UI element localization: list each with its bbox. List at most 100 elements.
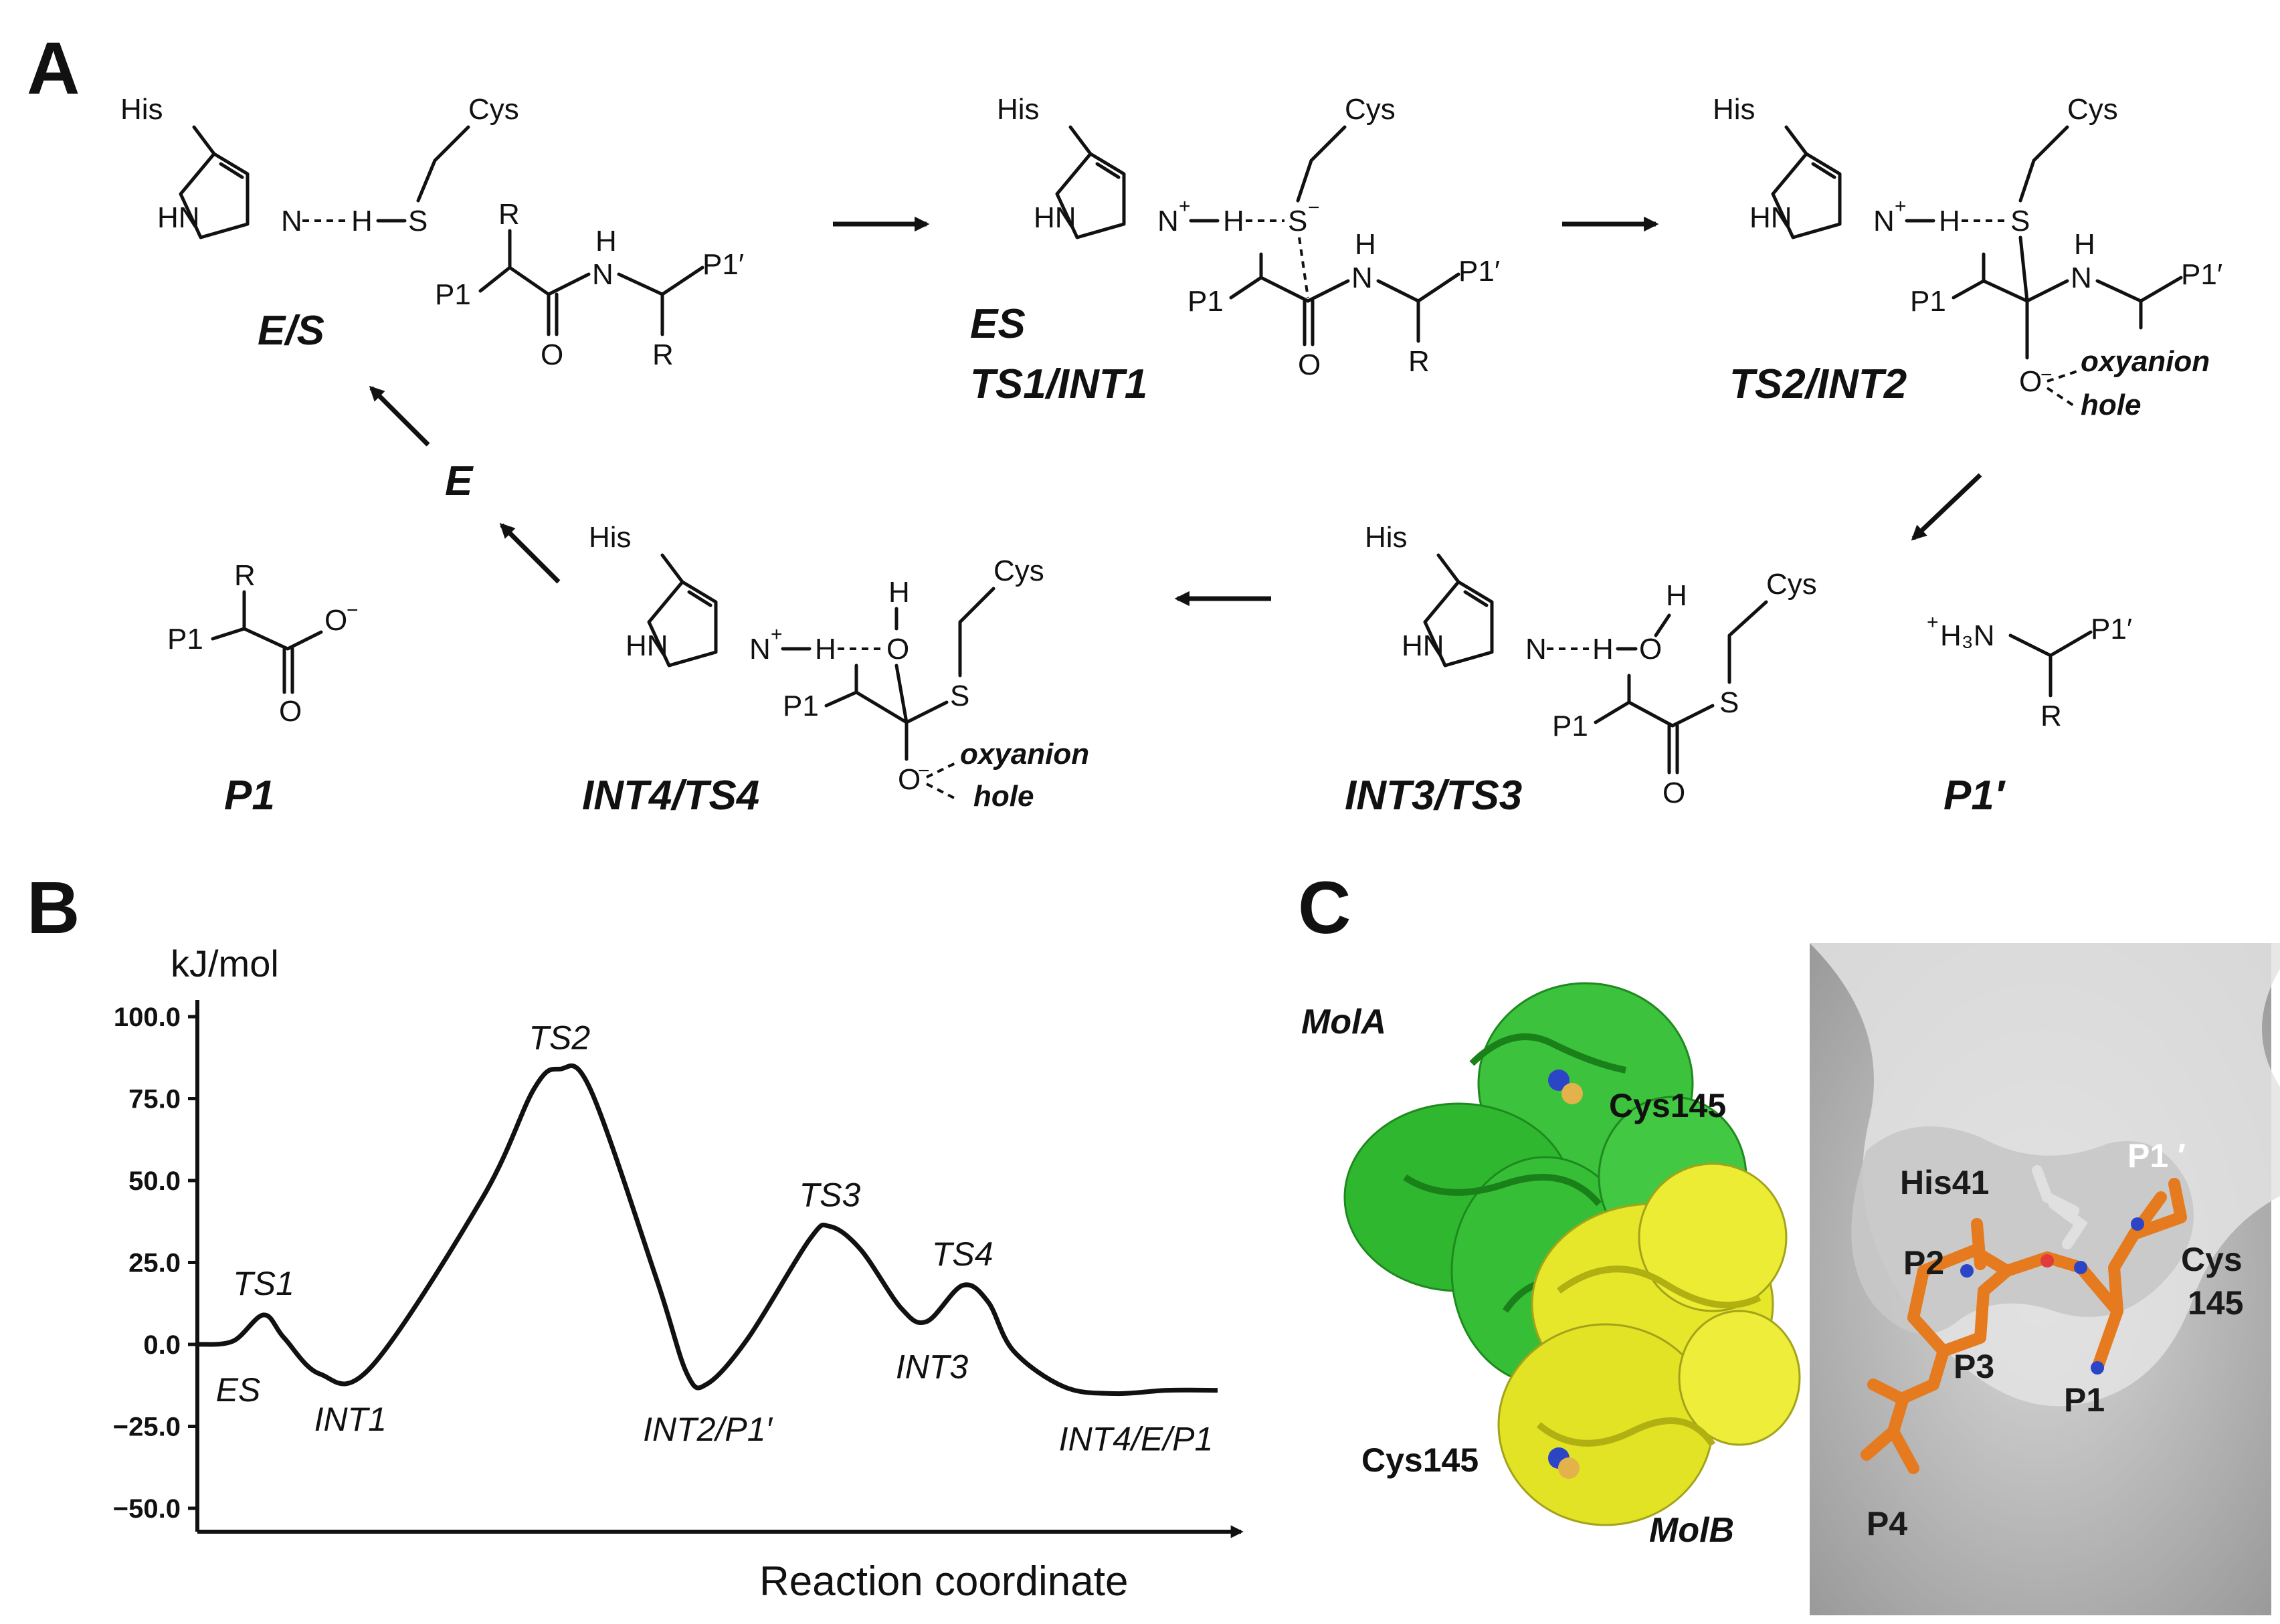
atom-hn: HN: [626, 629, 668, 662]
label-ts1-int1: TS1/INT1: [970, 361, 1147, 407]
atom-hn: HN: [1034, 201, 1076, 234]
atom-n: N: [749, 633, 771, 666]
atom-cys: Cys: [1766, 568, 1817, 601]
label-int4-ts4: INT4/TS4: [582, 773, 759, 819]
structure-p1: R P1 O O −: [167, 559, 359, 728]
atom-p1prime: P1′: [1458, 255, 1500, 288]
atom-p1: P1: [783, 690, 819, 722]
atom-h: H: [351, 205, 373, 237]
atom-h: H: [1939, 205, 1960, 237]
label-es-free: E/S: [258, 308, 324, 354]
atom-p1: P1: [1552, 710, 1588, 742]
atom-s: S: [1288, 205, 1307, 237]
label-p3: P3: [1954, 1348, 1994, 1385]
label-p4: P4: [1867, 1505, 1907, 1542]
atom-p1prime: P1′: [2181, 258, 2222, 291]
atom-nh-n: N: [2071, 262, 2092, 294]
atom-o: O: [541, 338, 563, 371]
structure-ts1: His HN N + H S − Cys P1 O H N: [997, 93, 1500, 381]
mol-b-ribbon: [1497, 1162, 1801, 1526]
atom-his: His: [589, 521, 632, 554]
curve-annotation: TS1: [233, 1265, 294, 1302]
label-145: 145: [2188, 1284, 2243, 1322]
structure-es-free: His HN N H S Cys R P1 O H N P1′ R: [120, 93, 744, 371]
atom-r: R: [2040, 700, 2062, 732]
energy-profile-chart: kJ/mol 100.075.050.025.00.0−25.0−50.0 TS…: [113, 942, 1244, 1605]
atom-h3n: H₃N: [1940, 619, 1994, 652]
atom-o-minus: O: [324, 604, 347, 637]
y-tick-label: 0.0: [143, 1330, 181, 1360]
y-tick-label: −50.0: [113, 1494, 181, 1524]
atom-cys: Cys: [993, 554, 1044, 587]
atom-nh-h: H: [2074, 228, 2095, 261]
y-tick-label: −25.0: [113, 1413, 181, 1442]
atom-n: N: [1157, 205, 1179, 237]
atom-h: H: [1223, 205, 1244, 237]
atom-p1: P1: [1910, 285, 1946, 318]
atom-o2: O: [1662, 777, 1685, 809]
oxyanion-label: oxyanion: [2081, 345, 2210, 378]
curve-annotation: INT3: [896, 1348, 969, 1386]
panel-b-label: B: [27, 867, 80, 949]
curve-annotation: INT2/P1′: [643, 1411, 773, 1448]
atom-r: R: [234, 559, 256, 592]
atom-nh-n: N: [1351, 262, 1373, 294]
charge-minus: −: [918, 760, 930, 782]
charge-minus: −: [1308, 197, 1320, 219]
atom-cys: Cys: [468, 93, 519, 126]
cys145-top-label: Cys145: [1609, 1087, 1726, 1124]
reaction-scheme: His HN N H S Cys R P1 O H N P1′ R: [120, 93, 2222, 819]
curve-annotation: ES: [216, 1371, 261, 1409]
oxyanion-label: oxyanion: [960, 738, 1089, 771]
charge-minus: −: [2040, 364, 2053, 386]
charge-plus: +: [1927, 611, 1939, 633]
label-his41: His41: [1900, 1164, 1989, 1201]
label-int3-ts3: INT3/TS3: [1345, 773, 1522, 819]
atom-o: O: [1298, 348, 1321, 381]
charge-plus: +: [771, 623, 783, 645]
hole-label: hole: [2081, 389, 2141, 421]
label-ts2-int2: TS2/INT2: [1729, 361, 1907, 407]
curve-annotation: TS3: [799, 1177, 861, 1214]
label-p1prime: P1′: [1943, 773, 2006, 819]
atom-p1: P1: [435, 278, 471, 311]
y-axis-unit: kJ/mol: [171, 942, 279, 985]
atom-nh-h: H: [595, 225, 617, 258]
atom-r2: R: [652, 338, 674, 371]
atom-hn: HN: [1402, 629, 1444, 662]
label-p1-pocket: P1: [2064, 1381, 2105, 1419]
atom-his: His: [1365, 521, 1408, 554]
arrow-6: [369, 385, 430, 447]
atom-p1: P1: [167, 623, 203, 655]
curve-annotation: INT4/E/P1: [1059, 1421, 1214, 1458]
atom-his: His: [120, 93, 163, 126]
curve-annotation: TS2: [529, 1019, 591, 1056]
curve-annotation: TS4: [932, 1235, 993, 1273]
atom-o: O: [886, 633, 909, 666]
atom-s: S: [1719, 686, 1739, 719]
y-ticks: 100.075.050.025.00.0−25.0−50.0: [113, 1003, 197, 1524]
atom-n: N: [1525, 633, 1547, 666]
y-tick-label: 25.0: [128, 1249, 181, 1278]
atom-o2: O: [898, 763, 921, 796]
arrow-3: [1911, 473, 1982, 541]
atom-hn: HN: [157, 201, 200, 234]
atom-his: His: [1713, 93, 1755, 126]
label-e: E: [445, 458, 474, 504]
structure-p1prime: + H₃N P1′ R: [1927, 611, 2132, 732]
panel-a-label: A: [27, 27, 80, 110]
label-p2: P2: [1903, 1244, 1944, 1282]
atom-cys: Cys: [1345, 93, 1396, 126]
atom-h: H: [1592, 633, 1614, 666]
atom-s: S: [950, 680, 969, 712]
cys145-bottom-label: Cys145: [1361, 1441, 1479, 1479]
arrow-5: [499, 522, 561, 584]
charge-minus: −: [347, 599, 359, 621]
label-p1prime: P1 ′: [2127, 1137, 2186, 1175]
charge-plus: +: [1895, 195, 1907, 217]
atom-r: R: [498, 198, 520, 231]
atom-o: O: [2019, 365, 2042, 398]
panel-c-label: C: [1298, 867, 1351, 949]
atom-nh-n: N: [592, 258, 613, 291]
